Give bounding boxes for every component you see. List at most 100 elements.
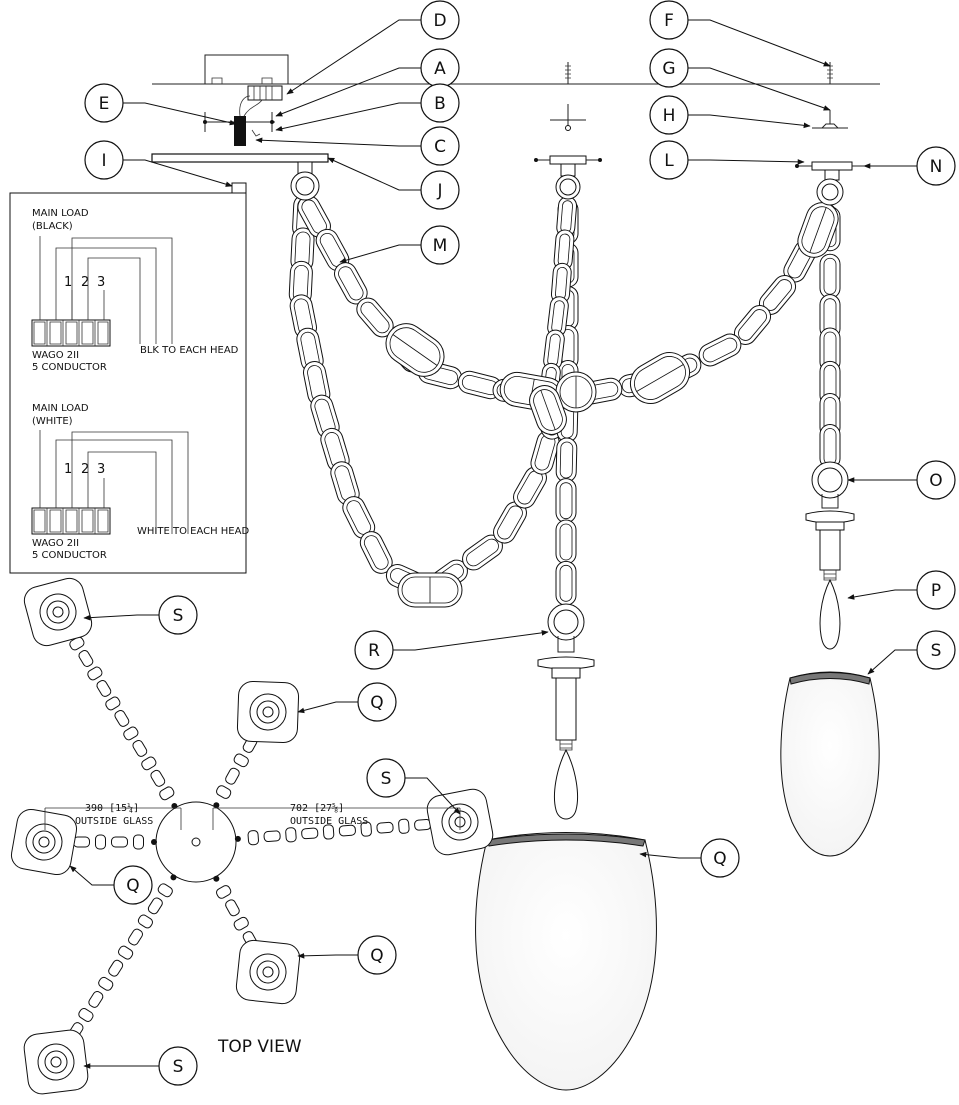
chain-link — [529, 385, 567, 435]
top-view-chain-link — [247, 830, 259, 846]
callout-p: P — [847, 570, 956, 610]
canopy-loop-right — [816, 169, 844, 206]
white-connector-type: 5 CONDUCTOR — [32, 550, 107, 561]
top-view-chain-link — [147, 897, 163, 915]
top-view-chain-link — [263, 830, 281, 843]
black-wago-connector — [31, 319, 111, 347]
callout-label: S — [173, 1057, 184, 1077]
callout-label: G — [662, 59, 675, 79]
callout-label: Q — [713, 849, 726, 869]
top-view-chain-link — [141, 756, 157, 771]
top-view-chain-link — [360, 821, 372, 837]
top-view-chain-link — [225, 767, 240, 785]
top-view-chain-link — [111, 836, 128, 848]
chain-link — [493, 501, 527, 544]
chain-link — [359, 531, 393, 574]
top-view-chain-link — [301, 827, 319, 840]
black-terminal-1: 1 — [64, 275, 72, 290]
top-view-chain-link — [87, 666, 103, 681]
top-view-chain-link — [132, 739, 148, 757]
top-view-chain-link — [322, 824, 335, 840]
white-terminal-3: 3 — [97, 462, 105, 477]
callout-label: I — [101, 151, 106, 171]
callout-s4: S — [83, 1046, 198, 1086]
callout-e: E — [84, 83, 237, 126]
black-connector-model: WAGO 2II — [32, 350, 79, 361]
top-view-chain-link — [88, 990, 104, 1008]
chain-link — [462, 534, 503, 571]
chain-link — [555, 560, 577, 606]
callout-r: R — [354, 630, 549, 670]
callout-c: C — [255, 126, 460, 166]
top-view-chain-link — [73, 836, 90, 848]
white-main-load-label: MAIN LOAD — [32, 403, 89, 414]
callout-label: S — [173, 606, 184, 626]
chain-link — [530, 430, 560, 475]
right-candle-bulb — [819, 578, 841, 650]
chain-link — [550, 262, 572, 304]
callout-label: S — [931, 641, 942, 661]
junction-box — [204, 54, 289, 84]
canopy-loop-middle — [555, 163, 581, 200]
white-connector-model: WAGO 2II — [32, 538, 79, 549]
top-view-chain-link — [157, 883, 173, 898]
callout-i: I — [84, 140, 233, 187]
callout-label: B — [434, 94, 446, 114]
callout-s3: S — [867, 630, 956, 675]
top-view-chain-link — [69, 636, 85, 651]
chain-link — [555, 478, 577, 524]
top-view-chain-link — [137, 914, 153, 929]
white-main-load-color: (WHITE) — [32, 416, 73, 427]
top-view-chain-link — [118, 945, 134, 960]
top-view-chain-link — [398, 818, 410, 834]
top-view-chain-link — [216, 885, 232, 899]
callout-label: S — [381, 769, 392, 789]
top-view-chain-link — [338, 824, 356, 837]
top-view-chain-link — [98, 976, 114, 991]
top-view-chain-link — [225, 899, 240, 917]
callout-label: O — [929, 471, 942, 491]
top-view-chain-link — [123, 726, 139, 741]
white-destination-label: WHITE TO EACH HEAD — [137, 526, 249, 537]
chain-link — [819, 424, 841, 469]
callout-b: B — [275, 83, 460, 132]
white-wago-connector — [31, 507, 111, 535]
chain-link — [797, 202, 839, 258]
top-view-chain-link — [105, 696, 121, 711]
white-terminal-1: 1 — [64, 462, 72, 477]
top-view — [10, 577, 494, 1095]
chain-link — [629, 352, 691, 404]
chain-link — [543, 329, 565, 371]
callout-label: P — [931, 581, 941, 601]
dimension-right-label: OUTSIDE GLASS — [290, 816, 368, 827]
top-view-chain-link — [78, 650, 94, 667]
middle-mount-screw — [550, 62, 586, 131]
callout-label: D — [433, 11, 446, 31]
callout-label: R — [368, 641, 380, 661]
top-view-chain-link — [233, 916, 249, 931]
chain-link — [819, 327, 841, 373]
middle-socket-assembly — [537, 603, 595, 751]
black-terminal-2: 2 — [81, 275, 89, 290]
top-view-chain-link — [95, 834, 106, 850]
chain-link — [819, 253, 841, 299]
white-terminal-2: 2 — [81, 462, 89, 477]
callout-q1: Q — [297, 682, 397, 722]
callout-label: C — [434, 137, 446, 157]
middle-glass-shade — [475, 832, 657, 1091]
top-view-chain-link — [376, 821, 394, 834]
chain-side-view — [288, 194, 841, 608]
black-wiring-lines — [39, 236, 173, 344]
top-view-chain-link — [150, 769, 166, 787]
chain-link — [457, 370, 503, 400]
callout-g: G — [649, 48, 831, 111]
callout-a: A — [275, 48, 460, 117]
callout-label: E — [99, 94, 110, 114]
callout-l: L — [649, 140, 805, 180]
chain-link — [555, 371, 597, 413]
callout-label: F — [664, 11, 674, 31]
callout-q2: Q — [69, 865, 153, 905]
callout-d: D — [286, 0, 460, 95]
